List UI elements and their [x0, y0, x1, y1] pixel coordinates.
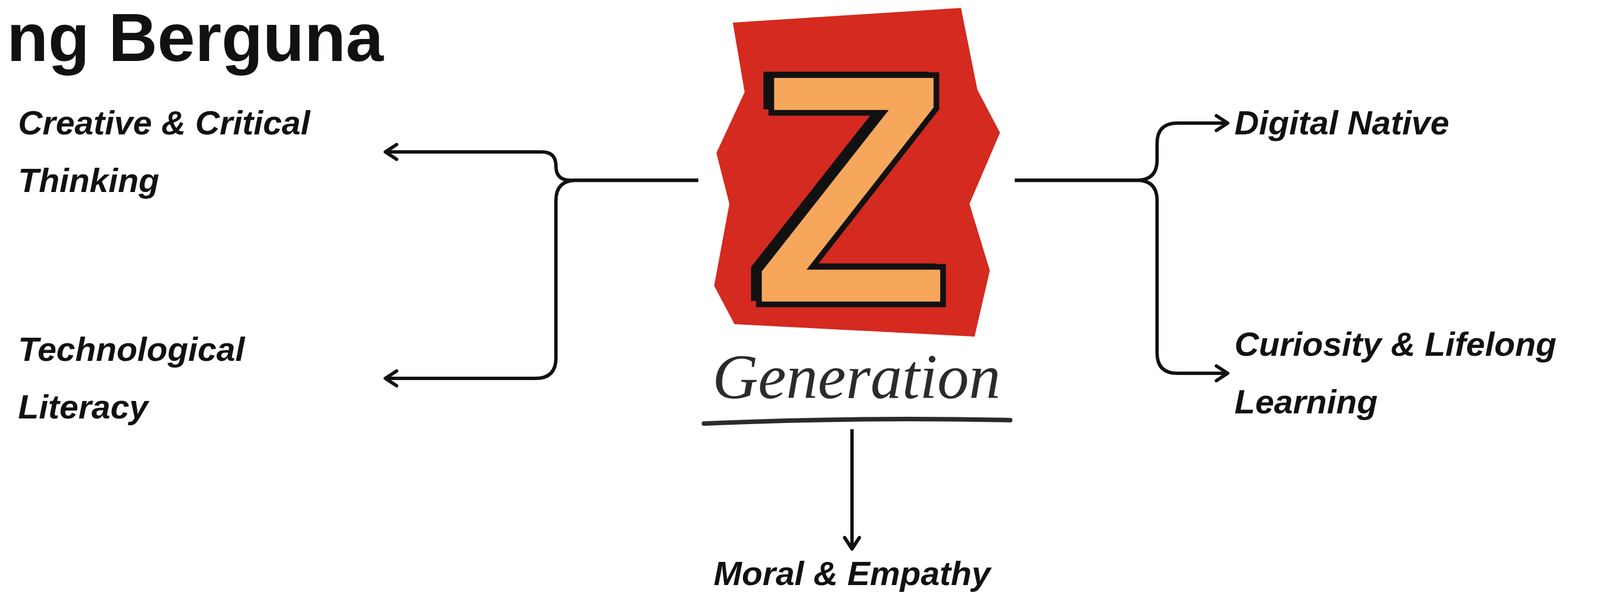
trait-text: Digital Native	[1234, 94, 1450, 152]
connector-arrow	[1014, 123, 1228, 181]
trait-text: Curiosity & Lifelong Learning	[1234, 315, 1592, 432]
brush-underline	[703, 419, 1011, 424]
trait-text: Technological Literacy	[18, 320, 369, 437]
connector-arrow	[850, 429, 854, 550]
connector-arrow	[385, 180, 699, 379]
connector-arrow	[1014, 180, 1228, 374]
logo-script-text: Generation	[698, 338, 1015, 415]
trait-label: Digital Native	[1234, 94, 1450, 152]
trait-text: Creative & Critical Thinking	[18, 94, 369, 210]
trait-label: Creative & Critical Thinking	[18, 94, 369, 210]
logo-letter: Z	[698, 22, 1004, 356]
trait-label: Technological Literacy	[18, 320, 369, 437]
connector-arrow	[385, 151, 699, 181]
trait-text: Moral & Empathy	[713, 553, 991, 595]
trait-label: Moral & Empathy	[713, 553, 991, 595]
generation-logo: ZGeneration	[698, 0, 1015, 430]
page-title: ng Berguna	[6, 0, 384, 75]
trait-label: Curiosity & Lifelong Learning	[1234, 315, 1592, 432]
